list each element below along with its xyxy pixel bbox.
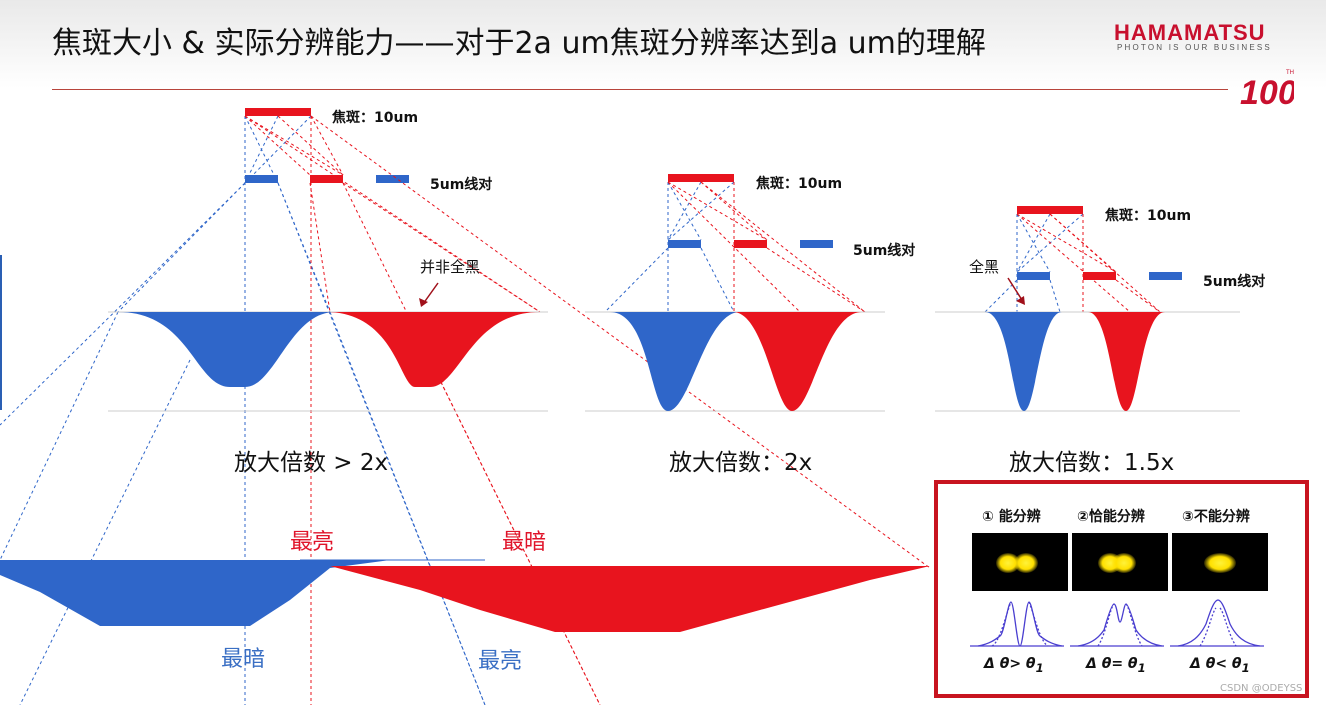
- title-bar: [0, 0, 1326, 88]
- watermark: CSDN @ODEYSS: [1220, 683, 1303, 694]
- airy-image-not-resolvable: [1172, 533, 1268, 591]
- darkest-red-label: 最暗: [502, 530, 547, 555]
- panel-2-line-pair-label: 5um线对: [853, 243, 916, 259]
- blue-intensity-curve: [610, 312, 740, 411]
- condition-just-resolvable: Δ θ= θ1: [1086, 656, 1146, 675]
- anniversary-number: 100: [1240, 74, 1294, 110]
- slide-title: 焦斑大小 & 实际分辨能力——对于2a um焦斑分辨率达到a um的理解: [52, 26, 986, 61]
- inset-header-just-resolvable: ②恰能分辨: [1077, 509, 1145, 525]
- red-ray-lines: [244, 115, 931, 705]
- brightest-red-label: 最亮: [290, 530, 335, 555]
- red-intensity-curve: [326, 312, 540, 387]
- annotation-arrow: [1007, 277, 1023, 301]
- line-pair-red: [734, 240, 767, 248]
- panel-3-line-pair-label: 5um线对: [1203, 274, 1266, 290]
- brand-tagline: PHOTON IS OUR BUSINESS: [1117, 43, 1272, 52]
- line-pair-red: [1083, 272, 1116, 280]
- panel-1-spot-label: 焦斑：10um: [332, 110, 419, 126]
- blue-intensity-curve: [985, 312, 1062, 411]
- red-intensity-curve: [733, 312, 862, 411]
- red-intensity-curve: [1088, 312, 1165, 411]
- condition-resolvable: Δ θ> θ1: [984, 656, 1044, 675]
- line-pair-blue-2: [1149, 272, 1182, 280]
- panel-2-magnification: 放大倍数：2x: [669, 450, 813, 476]
- line-pair-blue-1: [245, 175, 278, 183]
- left-edge-line: [0, 255, 2, 410]
- line-pair-blue-2: [376, 175, 409, 183]
- panel-1-annotation: 并非全黑: [420, 258, 481, 276]
- panel-3-annotation: 全黑: [969, 258, 1000, 276]
- darkest-blue-label: 最暗: [221, 647, 266, 672]
- enlarged-profile: [0, 559, 930, 632]
- panel-2-diagram: [585, 174, 885, 412]
- anniversary-mark: TH: [1286, 70, 1294, 76]
- panel-1-magnification: 放大倍数 > 2x: [234, 450, 389, 476]
- inset-header-resolvable: ① 能分辨: [982, 509, 1041, 525]
- line-pair-blue-1: [668, 240, 701, 248]
- airy-image-resolvable: [972, 533, 1068, 591]
- brand-logo: HAMAMATSU: [1114, 20, 1266, 45]
- line-pair-blue-2: [800, 240, 833, 248]
- focal-spot-bar: [245, 108, 311, 116]
- title-rule: [52, 89, 1228, 90]
- blue-intensity-curve: [118, 312, 335, 387]
- enlarged-blue-profile: [0, 560, 390, 626]
- annotation-arrow: [422, 282, 439, 305]
- inset-header-not-resolvable: ③不能分辨: [1182, 509, 1250, 525]
- anniversary-logo: 100 TH: [1240, 70, 1294, 110]
- brightest-blue-label: 最亮: [478, 649, 523, 674]
- enlarged-red-profile: [330, 566, 930, 632]
- line-pair-red: [310, 175, 343, 183]
- panel-1-line-pair-label: 5um线对: [430, 177, 493, 193]
- airy-image-just-resolvable: [1072, 533, 1168, 591]
- focal-spot-bar: [1017, 206, 1083, 214]
- panel-2-spot-label: 焦斑：10um: [756, 176, 843, 192]
- focal-spot-bar: [668, 174, 734, 182]
- condition-not-resolvable: Δ θ< θ1: [1190, 656, 1250, 675]
- panel-3-spot-label: 焦斑：10um: [1105, 208, 1192, 224]
- resolution-criteria-inset: ① 能分辨 ②恰能分辨 ③不能分辨 Δ θ> θ1 Δ θ= θ1 Δ θ< θ…: [934, 480, 1309, 698]
- panel-1-diagram: [0, 108, 931, 705]
- panel-3-magnification: 放大倍数：1.5x: [1009, 450, 1175, 476]
- panel-3-diagram: [935, 206, 1240, 412]
- line-pair-blue-1: [1017, 272, 1050, 280]
- intensity-profiles: [970, 599, 1264, 647]
